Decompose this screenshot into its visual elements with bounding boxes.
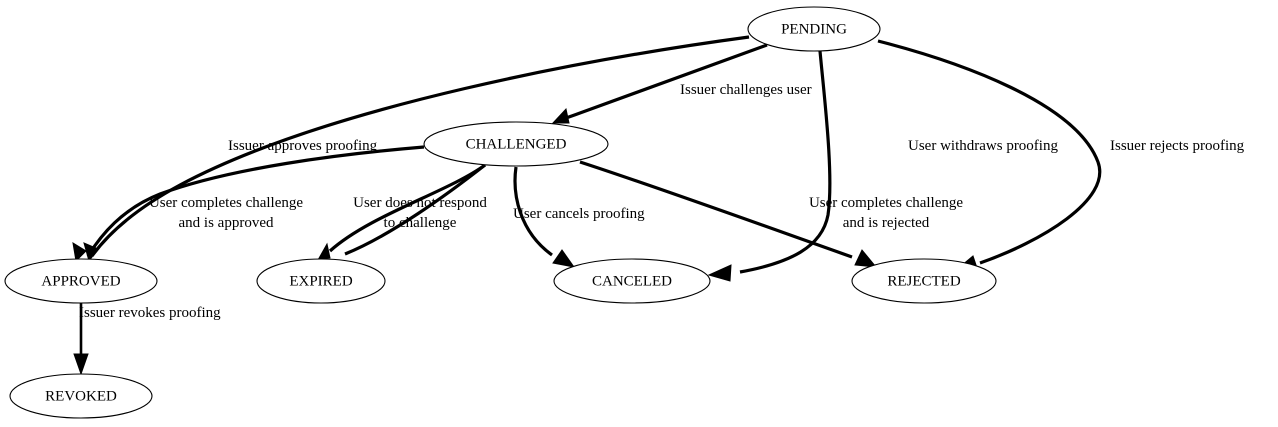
node-rejected[interactable]: REJECTED: [851, 258, 997, 304]
node-pending[interactable]: PENDING: [747, 6, 881, 52]
arrowhead-challenged-canceled: [552, 249, 576, 268]
edge-path-challenged-rejected: [579, 160, 853, 259]
edge-challenged-approved: [72, 145, 425, 263]
node-approved[interactable]: APPROVED: [4, 258, 158, 304]
edge-label-user-cancels-proofing: User cancels proofing: [513, 206, 645, 222]
edge-path-challenged-canceled: [513, 166, 553, 257]
edge-label-user-completes-challenge-approved-line2: and is approved: [179, 215, 274, 231]
node-challenged[interactable]: CHALLENGED: [423, 121, 609, 167]
arrowhead-challenged-rejected: [854, 249, 878, 268]
node-shape-pending[interactable]: [747, 6, 881, 52]
edge-label-user-completes-challenge-rejected-line1: User completes challenge: [809, 195, 963, 211]
edge-label-user-completes-challenge-approved-line1: User completes challenge: [149, 195, 303, 211]
node-revoked[interactable]: REVOKED: [9, 373, 153, 419]
node-shape-challenged[interactable]: [423, 121, 609, 167]
node-label-revoked: REVOKED: [45, 388, 117, 404]
node-canceled[interactable]: CANCELED: [553, 258, 711, 304]
edge-path-challenged-approved: [86, 145, 425, 257]
edge-challenged-rejected: [579, 160, 878, 268]
node-shape-approved[interactable]: [4, 258, 158, 304]
edge-label-issuer-revokes-proofing: Issuer revokes proofing: [79, 305, 221, 321]
edge-label-issuer-challenges-user: Issuer challenges user: [680, 82, 812, 98]
arrowhead-challenged-approved: [72, 241, 87, 263]
edge-path-pending-approved: [90, 35, 750, 257]
edge-path-challenged-expired-tail: [328, 163, 486, 253]
node-expired[interactable]: EXPIRED: [256, 258, 386, 304]
arrowhead-pending-challenged: [551, 107, 570, 124]
node-label-rejected: REJECTED: [887, 273, 960, 289]
node-label-approved: APPROVED: [41, 273, 120, 289]
node-label-challenged: CHALLENGED: [466, 136, 567, 152]
edge-label-issuer-rejects-proofing: Issuer rejects proofing: [1110, 138, 1245, 154]
node-label-expired: EXPIRED: [289, 273, 353, 289]
edge-label-user-does-not-respond-line2: to challenge: [384, 215, 457, 231]
node-label-pending: PENDING: [781, 21, 847, 37]
edge-approved-revoked: [73, 303, 89, 376]
arrowhead-pending-canceled: [707, 264, 732, 282]
edge-challenged-expired: [317, 163, 486, 261]
edge-path-pending-canceled: [739, 50, 832, 274]
arrowhead-challenged-expired: [317, 242, 331, 261]
edge-label-issuer-approves-proofing: Issuer approves proofing: [228, 138, 378, 154]
edge-label-user-completes-challenge-rejected-line2: and is rejected: [843, 215, 930, 231]
node-label-canceled: CANCELED: [592, 273, 672, 289]
edge-pending-rejected: [877, 39, 1102, 272]
edge-label-user-withdraws-proofing: User withdraws proofing: [908, 138, 1058, 154]
edge-path-pending-rejected: [877, 39, 1102, 265]
node-shape-revoked[interactable]: [9, 373, 153, 419]
edge-pending-canceled: [707, 50, 832, 282]
edge-challenged-canceled: [513, 166, 576, 268]
arrowhead-approved-revoked: [73, 353, 89, 376]
edge-pending-challenged: [551, 43, 768, 124]
edge-label-user-does-not-respond-line1: User does not respond: [353, 195, 487, 211]
node-shape-expired[interactable]: [256, 258, 386, 304]
node-shape-rejected[interactable]: [851, 258, 997, 304]
node-shape-canceled[interactable]: [553, 258, 711, 304]
